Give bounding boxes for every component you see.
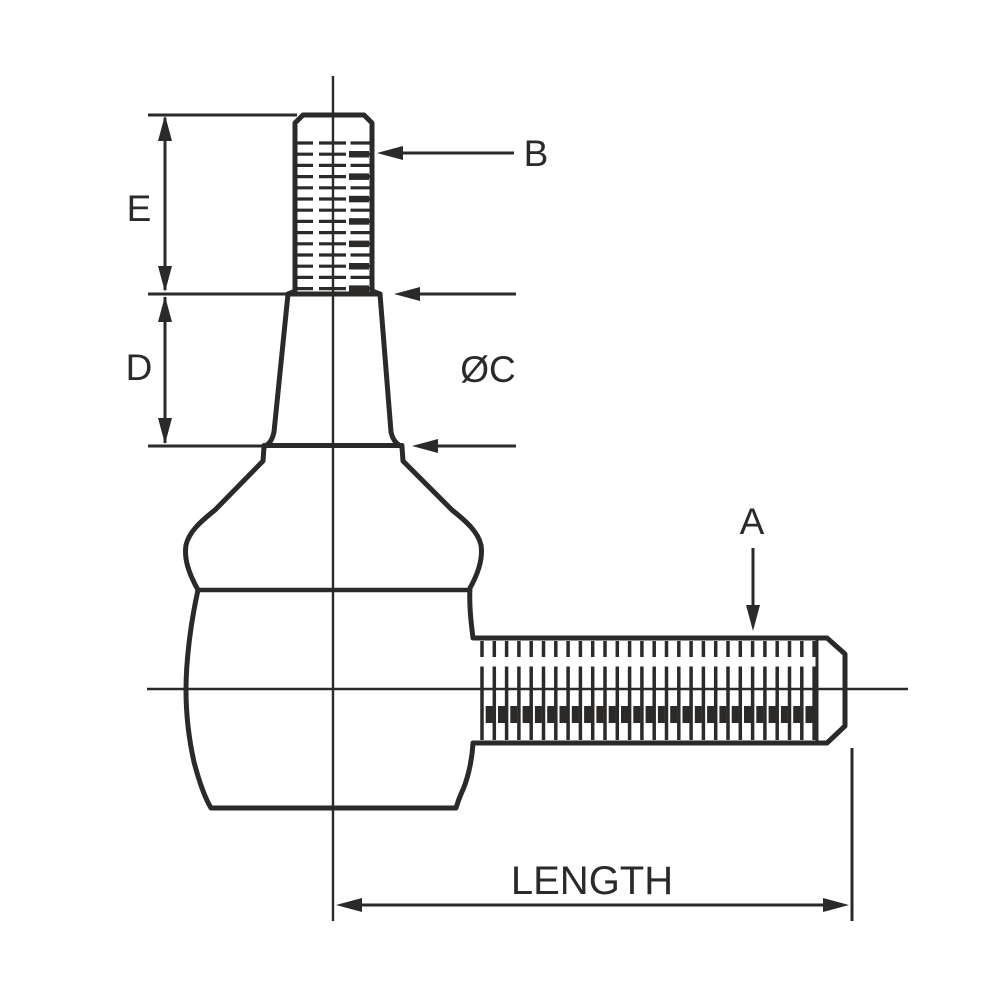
thread-root-block <box>682 706 690 723</box>
arrow-left-icon <box>412 439 438 453</box>
thread-root-block <box>584 706 592 723</box>
dimension-length: LENGTH <box>336 748 854 921</box>
thread-root-block <box>349 240 369 248</box>
thread-root-block <box>596 706 604 723</box>
thread-root-block <box>670 706 678 723</box>
label-d: D <box>126 347 153 388</box>
thread-root-block <box>522 706 530 723</box>
thread-root-block <box>744 706 751 723</box>
thread-root-block <box>694 706 702 723</box>
arrow-left-icon <box>377 146 403 160</box>
thread-root-block <box>793 706 801 723</box>
arrow-right-icon <box>823 898 849 912</box>
thread-root-block <box>559 706 567 723</box>
thread-root-block <box>498 706 505 723</box>
thread-root-block <box>768 706 776 723</box>
part-outline <box>183 112 848 811</box>
thread-root-block <box>349 218 369 225</box>
thread-root-block <box>349 173 369 180</box>
arrow-down-icon <box>158 418 172 444</box>
thread-root-block <box>780 706 788 723</box>
label-oc: ØC <box>460 349 516 390</box>
callout-b: B <box>377 133 548 174</box>
thread-root-block <box>349 263 369 270</box>
arrow-down-icon <box>746 605 760 631</box>
thread-root-block <box>349 195 369 203</box>
thread-root-block <box>756 706 764 723</box>
thread-root-block <box>547 706 555 723</box>
thread-root-block <box>805 706 813 723</box>
label-b: B <box>524 133 549 174</box>
arrow-up-icon <box>158 296 172 322</box>
label-e: E <box>127 188 152 229</box>
arrow-left-icon <box>336 898 362 912</box>
thread-root-block <box>534 706 542 723</box>
stud-threads <box>296 141 371 292</box>
thread-root-block <box>510 706 518 723</box>
thread-root-block <box>719 706 727 723</box>
dimension-e: E <box>127 113 297 292</box>
arrow-left-icon <box>394 287 420 301</box>
arrow-down-icon <box>158 266 172 292</box>
thread-root-block <box>571 706 579 723</box>
label-a: A <box>740 501 765 542</box>
thread-root-block <box>349 151 369 158</box>
label-length: LENGTH <box>511 859 673 903</box>
thread-root-block <box>608 706 616 723</box>
thread-root-block <box>633 706 641 723</box>
thread-root-block <box>731 706 739 723</box>
thread-root-block <box>621 706 628 723</box>
thread-root-block <box>657 706 665 723</box>
thread-root-block <box>707 706 715 723</box>
shaft-threads <box>480 641 816 740</box>
thread-root-block <box>485 706 493 723</box>
thread-root-block <box>349 285 369 292</box>
dimension-d: D <box>126 292 381 448</box>
callout-a: A <box>740 501 765 631</box>
callout-oc: ØC <box>394 287 516 453</box>
arrow-up-icon <box>158 115 172 141</box>
thread-root-block <box>645 706 653 723</box>
